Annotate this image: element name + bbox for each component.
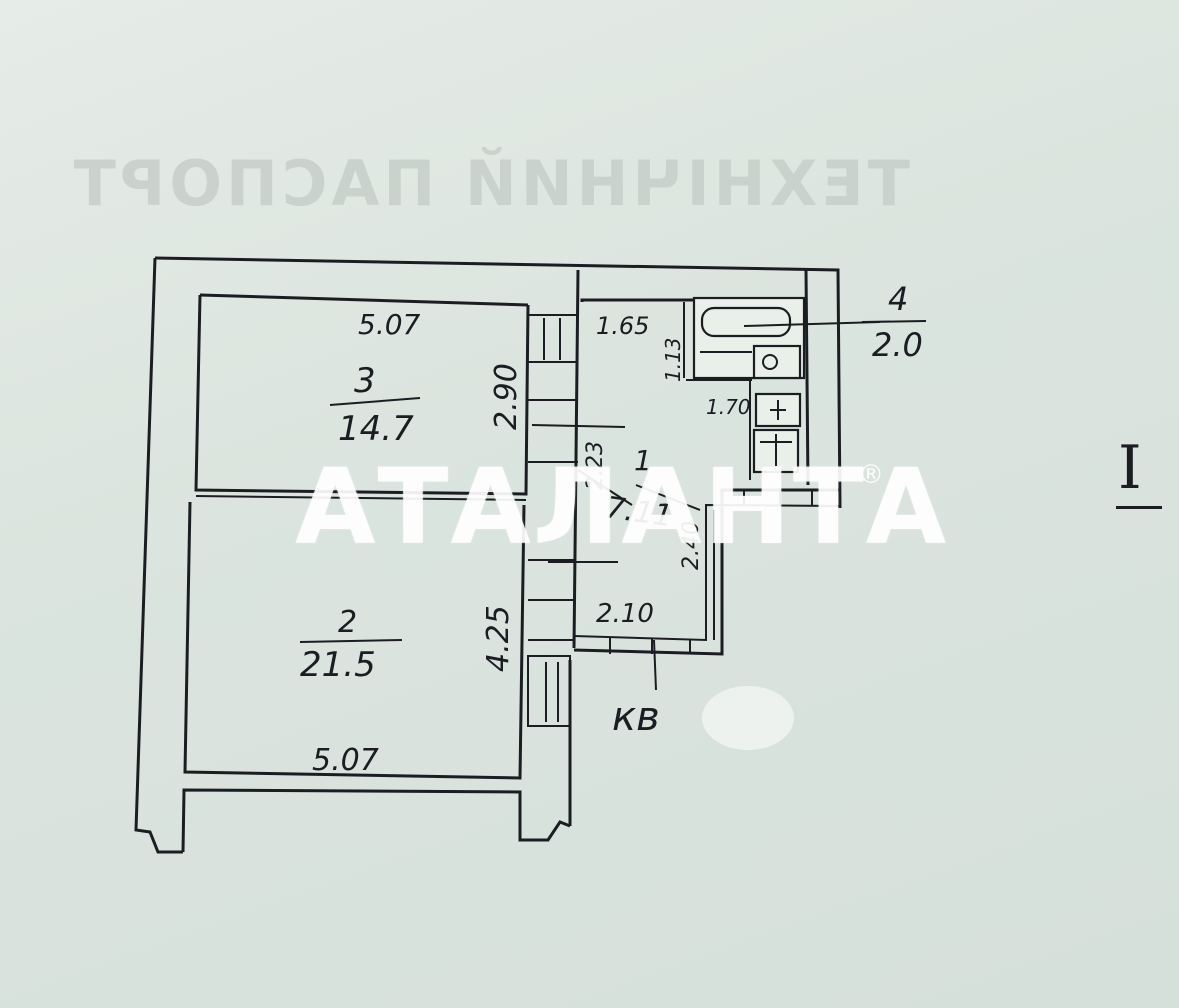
svg-text:2.90: 2.90: [489, 363, 524, 430]
smudge: [702, 686, 794, 750]
svg-text:1.70: 1.70: [706, 395, 751, 419]
svg-text:3: 3: [354, 361, 376, 401]
room-3-label: 3 14.7: [329, 361, 421, 449]
bathroom-fixtures: [683, 296, 927, 480]
svg-text:14.7: 14.7: [338, 409, 414, 449]
room-4-label: 4 2.0: [872, 280, 923, 364]
svg-text:4.25: 4.25: [481, 605, 516, 672]
outer-walls: [134, 256, 842, 854]
bathtub: [700, 306, 792, 338]
svg-text:5.07: 5.07: [358, 308, 421, 341]
watermark-text: АТАЛАНТА: [295, 446, 949, 568]
svg-text:2: 2: [338, 605, 357, 640]
sheet-mark-underline: [1116, 506, 1162, 509]
faint-header: ТЕХНІЧНИЙ ПАСПОРТ: [70, 147, 910, 220]
dimensions: 5.07 2.90 5.07 4.25 1.65 1.13 1.70 2.10 …: [312, 308, 751, 778]
svg-text:2.10: 2.10: [596, 599, 654, 629]
sheet-mark: I: [1118, 433, 1142, 503]
svg-text:5.07: 5.07: [312, 743, 379, 778]
apartment-label: кв: [612, 694, 660, 740]
room-2-label: 2 21.5: [299, 605, 403, 685]
svg-text:1.13: 1.13: [661, 337, 685, 382]
svg-text:1.65: 1.65: [596, 312, 649, 340]
svg-text:21.5: 21.5: [300, 645, 376, 685]
registered-mark: ®: [858, 460, 884, 490]
svg-text:1: 1: [634, 444, 652, 477]
svg-text:2.23: 2.23: [583, 441, 608, 490]
svg-text:4: 4: [888, 280, 908, 318]
hall-walls: [527, 269, 841, 727]
svg-text:2.0: 2.0: [872, 326, 923, 364]
svg-text:2.40: 2.40: [679, 521, 704, 570]
